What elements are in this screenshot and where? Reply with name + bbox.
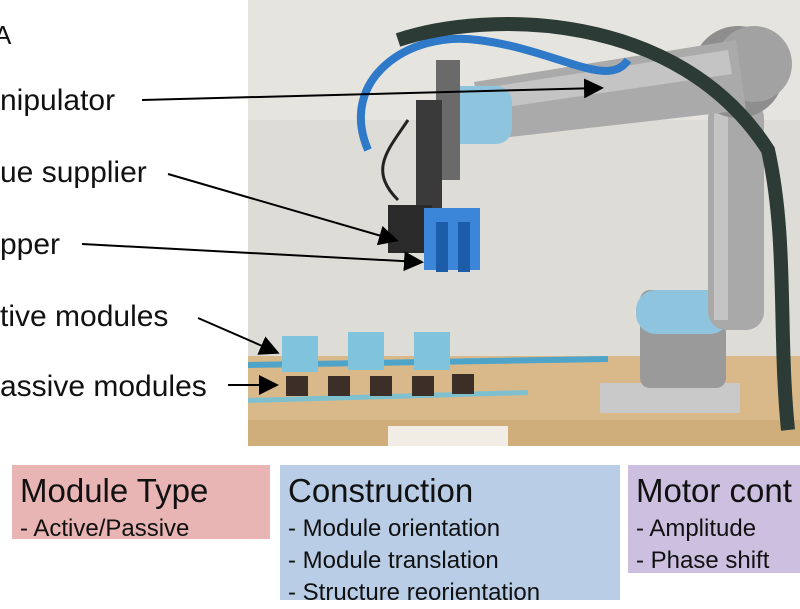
panel-item: - Phase shift	[636, 547, 770, 575]
motor-control-panel: Motor cont - Amplitude - Phase shift	[628, 465, 800, 574]
motor-control-title: Motor cont	[636, 472, 792, 509]
panel-item: - Active/Passive	[20, 515, 190, 543]
panel-item: - Module translation	[288, 547, 499, 575]
construction-items: - Module orientation - Module translation…	[288, 513, 612, 609]
manipulator-label: nipulator	[0, 84, 116, 117]
module-type-items: - Active/Passive	[20, 513, 262, 545]
panel-item: - Structure reorientation	[288, 579, 541, 607]
module-type-panel: Module Type - Active/Passive	[12, 465, 270, 542]
active-modules-label: tive modules	[0, 300, 169, 333]
motor-control-items: - Amplitude - Phase shift	[636, 513, 792, 577]
gripper-label: pper	[0, 228, 61, 261]
panel-item: - Amplitude	[636, 515, 757, 543]
panel-letter: A	[0, 20, 12, 50]
construction-panel: Construction - Module orientation- Modul…	[280, 465, 620, 606]
construction-title: Construction	[288, 472, 474, 509]
passive-modules-label: assive modules	[0, 370, 207, 403]
glue-supplier-label: ue supplier	[0, 156, 147, 189]
robot-photo	[248, 0, 800, 446]
module-type-title: Module Type	[20, 472, 209, 509]
panel-item: - Module orientation	[288, 515, 501, 543]
